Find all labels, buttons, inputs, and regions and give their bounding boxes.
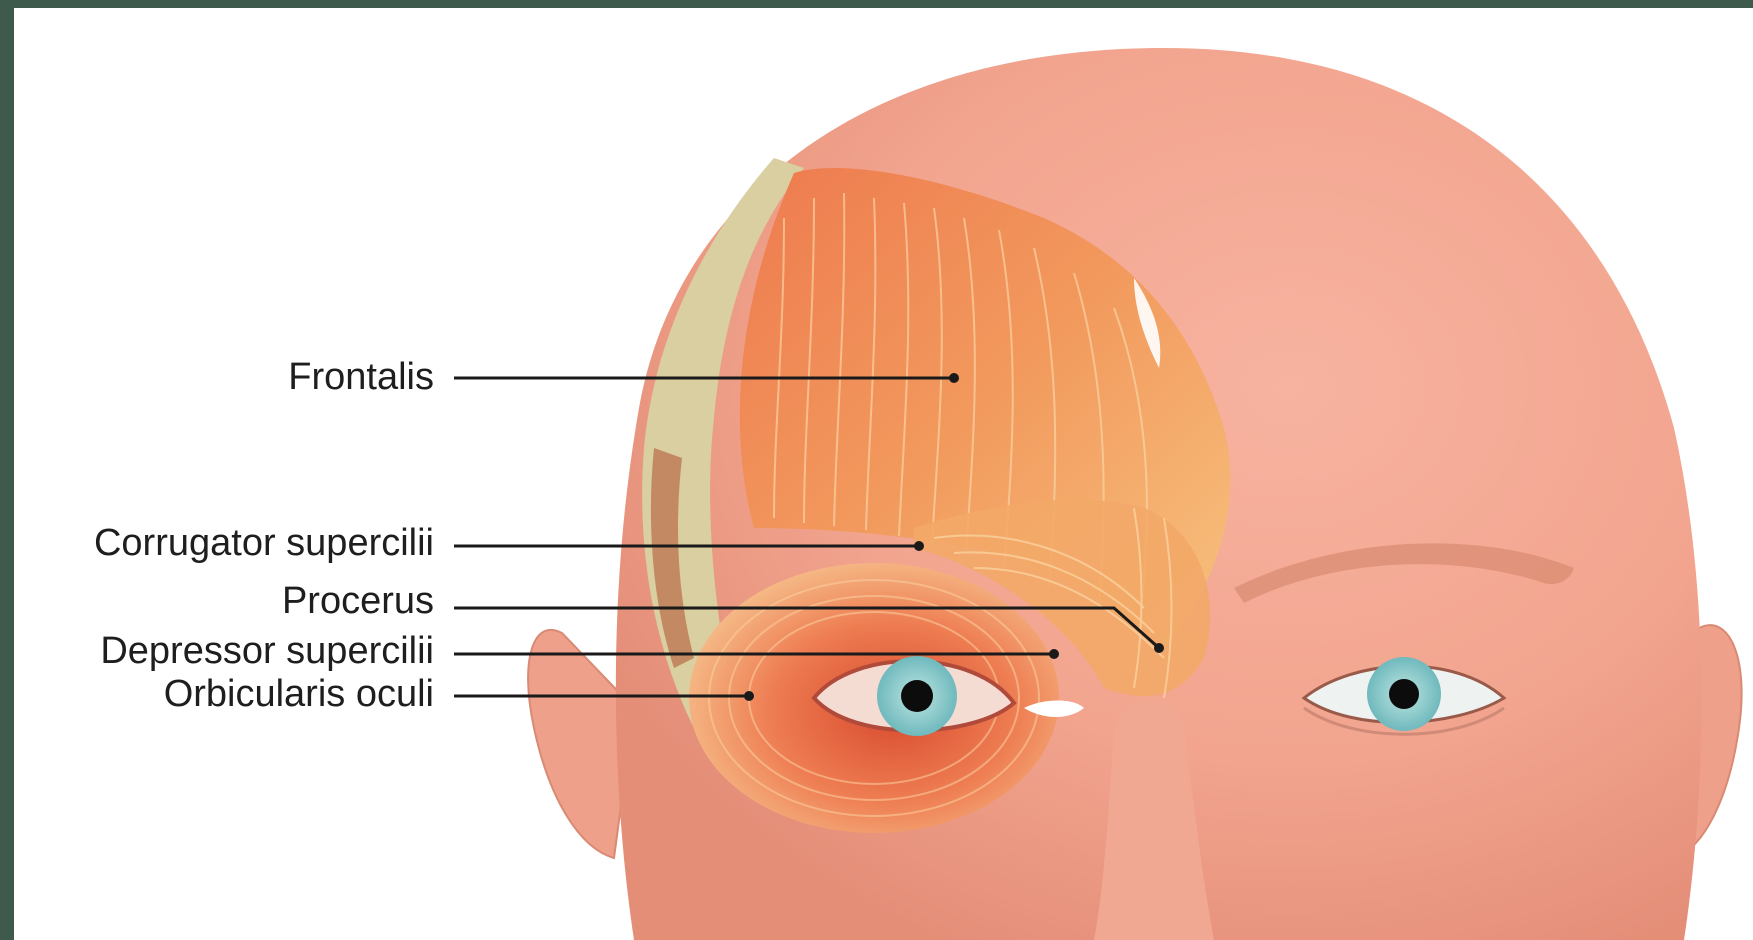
label-orbicularis-oculi: Orbicularis oculi [164, 675, 434, 713]
label-depressor-supercilii: Depressor supercilii [100, 632, 434, 670]
head-illustration [14, 8, 1753, 940]
label-corrugator-supercilii: Corrugator supercilii [94, 524, 434, 562]
diagram-frame: Frontalis Corrugator supercilii Procerus… [14, 8, 1753, 940]
label-frontalis: Frontalis [288, 358, 434, 396]
label-procerus: Procerus [282, 582, 434, 620]
